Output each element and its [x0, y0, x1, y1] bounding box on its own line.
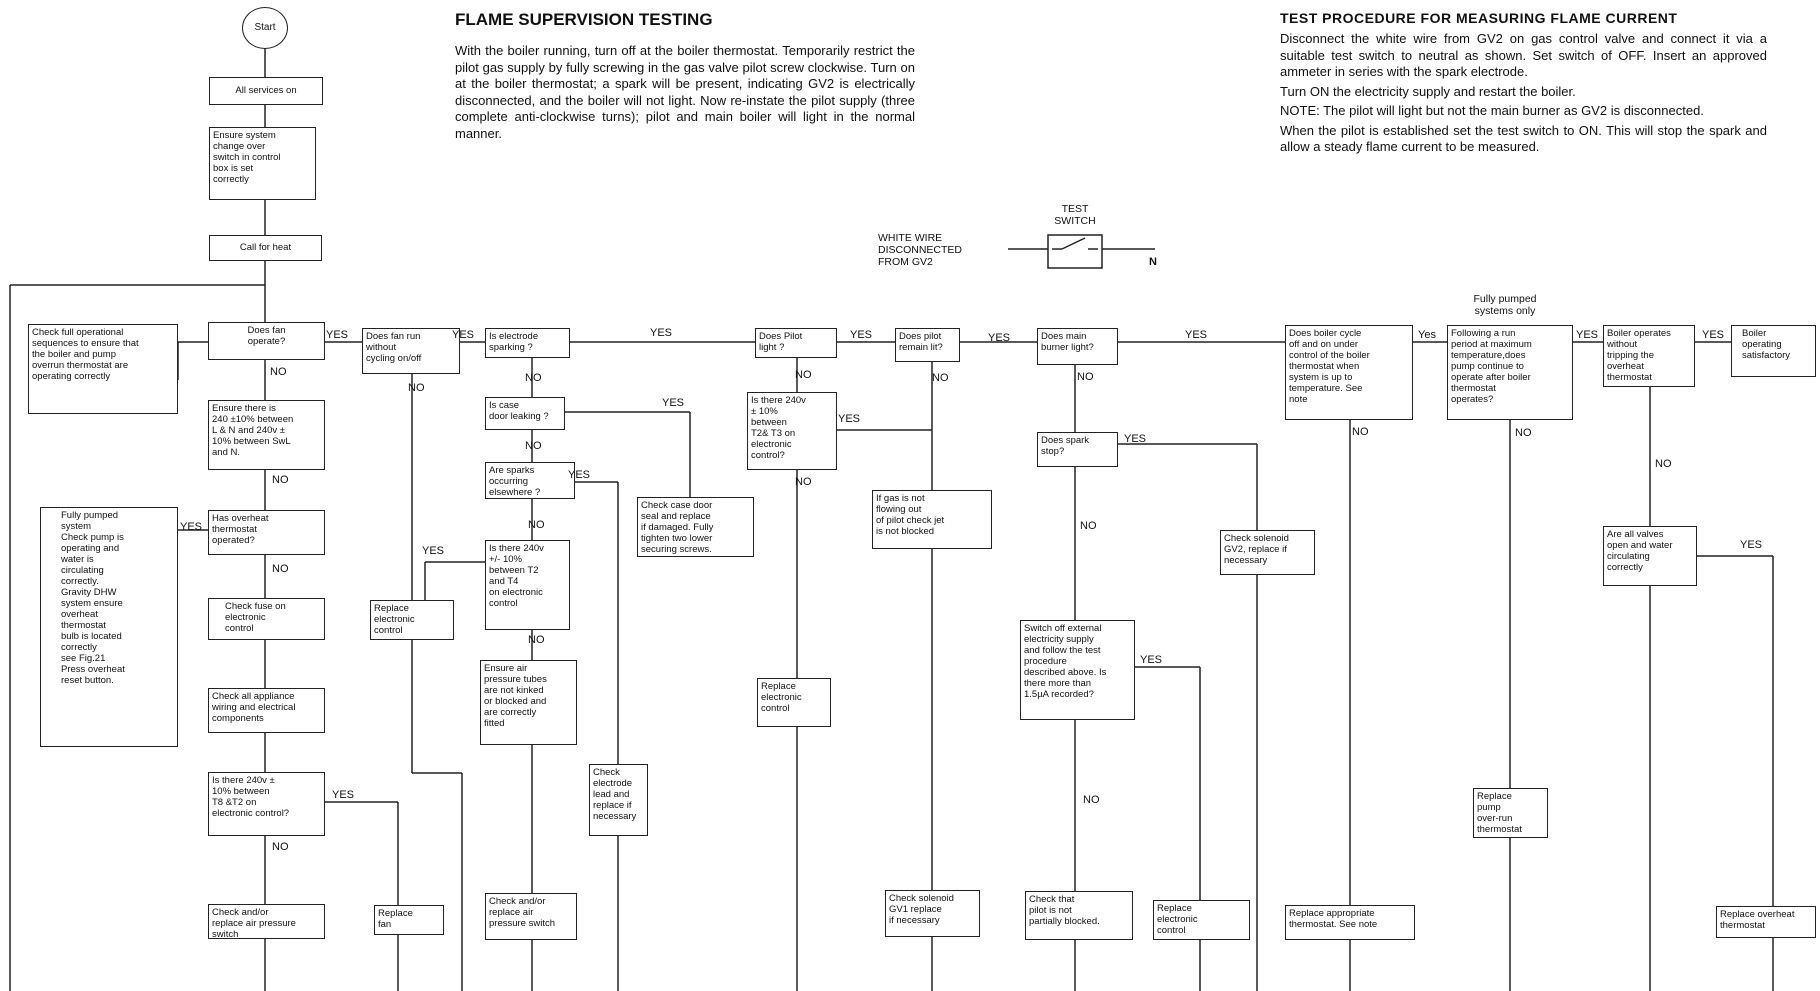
no-label: NO: [528, 519, 545, 531]
neutral-label: N: [1149, 256, 1157, 268]
boiler-cycle-box: Does boiler cycle off and on under contr…: [1285, 325, 1413, 420]
no-label: NO: [1083, 794, 1100, 806]
yes-label: YES: [1124, 433, 1147, 445]
test-switch-label: TEST SWITCH: [1054, 203, 1096, 227]
check-electrode-lead-box: Check electrode lead and replace if nece…: [589, 764, 648, 836]
no-label: NO: [1352, 426, 1369, 438]
no-label: NO: [408, 382, 425, 394]
main-burner-box: Does main burner light?: [1037, 328, 1118, 365]
test-procedure-paragraph-1: Disconnect the white wire from GV2 on ga…: [1280, 31, 1767, 79]
is-240v-t2t4-box: Is there 240v +/- 10% between T2 and T4 …: [485, 540, 570, 630]
check-pressure-switch-box: Check and/or replace air pressure switch: [485, 893, 577, 940]
replace-fan-box: Replace fan: [374, 905, 444, 935]
replace-overheat-box: Replace overheat thermostat: [1716, 906, 1816, 938]
start-node: Start: [242, 7, 288, 49]
check-gv1-box: Check solenoid GV1 replace if necessary: [885, 890, 980, 937]
yes-label: YES: [850, 329, 873, 341]
ensure-240v-box: Ensure there is 240 ±10% between L & N a…: [208, 400, 325, 470]
gas-flowing-box: If gas is not flowing out of pilot check…: [872, 490, 992, 549]
test-procedure-paragraph-4: When the pilot is established set the te…: [1280, 122, 1767, 155]
fully-pumped-note: Fully pumped systems only: [1473, 293, 1537, 317]
is-240v-t8-box: Is there 240v ± 10% between T8 &T2 on el…: [208, 772, 325, 836]
no-label: NO: [270, 366, 287, 378]
no-label: NO: [1515, 427, 1532, 439]
yes-label: YES: [422, 545, 445, 557]
no-label: NO: [795, 476, 812, 488]
yes-label: YES: [650, 327, 673, 339]
overheat-operated-box: Has overheat thermostat operated?: [208, 510, 325, 555]
yes-label: YES: [988, 332, 1011, 344]
electrode-sparking-box: Is electrode sparking ?: [485, 328, 570, 358]
replace-pump-stat-box: Replace pump over-run thermostat: [1473, 788, 1548, 838]
pilot-remain-box: Does pilot remain lit?: [895, 328, 960, 362]
test-procedure-title: TEST PROCEDURE FOR MEASURING FLAME CURRE…: [1280, 10, 1678, 26]
boiler-operates-box: Boiler operates without tripping the ove…: [1603, 325, 1695, 387]
yes-label: YES: [568, 469, 591, 481]
replace-control-box-3: Replace electronic control: [1153, 900, 1250, 940]
no-label: NO: [272, 474, 289, 486]
no-label: NO: [525, 440, 542, 452]
no-label: NO: [932, 372, 949, 384]
yes-label: YES: [838, 413, 861, 425]
check-operational-box: Check full operational sequences to ensu…: [28, 324, 178, 414]
check-air-switch-box: Check and/or replace air pressure switch: [208, 904, 325, 939]
flame-supervision-title: FLAME SUPERVISION TESTING: [455, 10, 713, 29]
no-label: NO: [528, 634, 545, 646]
white-wire-label: WHITE WIRE DISCONNECTED FROM GV2: [878, 232, 963, 268]
sparks-elsewhere-box: Are sparks occurring elsewhere ?: [485, 462, 575, 499]
yes-label: Yes: [1418, 329, 1436, 341]
replace-control-box-2: Replace electronic control: [757, 678, 831, 727]
test-procedure-paragraph-2: Turn ON the electricity supply and resta…: [1280, 83, 1576, 99]
spark-stop-box: Does spark stop?: [1037, 432, 1118, 467]
no-label: NO: [272, 563, 289, 575]
no-label: NO: [795, 369, 812, 381]
no-label: NO: [1077, 371, 1094, 383]
yes-label: YES: [332, 789, 355, 801]
replace-thermostat-box: Replace appropriate thermostat. See note: [1285, 905, 1415, 940]
yes-label: YES: [1185, 329, 1208, 341]
no-label: NO: [1080, 520, 1097, 532]
test-procedure-paragraph-3: NOTE: The pilot will light but not the m…: [1280, 103, 1704, 118]
fully-pumped-box: Fully pumped system Check pump is operat…: [40, 507, 178, 747]
check-fuse-box: Check fuse on electronic control: [208, 598, 325, 640]
check-gv2-box: Check solenoid GV2, replace if necessary: [1220, 530, 1315, 575]
switch-off-box: Switch off external electricity supply a…: [1020, 620, 1135, 720]
call-for-heat-box: Call for heat: [209, 235, 322, 261]
test-procedure-text: Disconnect the white wire from GV2 on ga…: [1280, 31, 1767, 159]
flame-supervision-text: With the boiler running, turn off at the…: [455, 43, 915, 141]
all-services-box: All services on: [209, 77, 323, 105]
yes-label: YES: [452, 329, 475, 341]
pilot-light-box: Does Pilot light ?: [755, 328, 837, 358]
check-pilot-blocked-box: Check that pilot is not partially blocke…: [1025, 891, 1133, 940]
yes-label: YES: [1140, 654, 1163, 666]
yes-label: YES: [1702, 329, 1725, 341]
fan-operate-box: Does fan operate?: [208, 322, 325, 360]
is-240v-t2t3-box: Is there 240v ± 10% between T2& T3 on el…: [747, 392, 837, 470]
following-run-box: Following a run period at maximum temper…: [1447, 325, 1573, 420]
yes-label: YES: [180, 521, 203, 533]
check-case-seal-box: Check case door seal and replace if dama…: [637, 497, 754, 557]
replace-control-box-1: Replace electronic control: [370, 600, 454, 640]
ensure-tubes-box: Ensure air pressure tubes are not kinked…: [480, 660, 577, 745]
case-leaking-box: Is case door leaking ?: [485, 397, 565, 430]
yes-label: YES: [1576, 329, 1599, 341]
check-wiring-box: Check all appliance wiring and electrica…: [208, 688, 325, 733]
yes-label: YES: [326, 329, 349, 341]
ensure-changeover-box: Ensure system change over switch in cont…: [209, 127, 316, 200]
fan-cycling-box: Does fan run without cycling on/off: [362, 328, 460, 374]
no-label: NO: [525, 372, 542, 384]
no-label: NO: [1655, 458, 1672, 470]
no-label: NO: [272, 841, 289, 853]
boiler-satisfactory-box: Boiler operating satisfactory: [1731, 325, 1816, 377]
yes-label: YES: [1740, 539, 1763, 551]
yes-label: YES: [662, 397, 685, 409]
valves-open-box: Are all valves open and water circulatin…: [1603, 526, 1697, 586]
